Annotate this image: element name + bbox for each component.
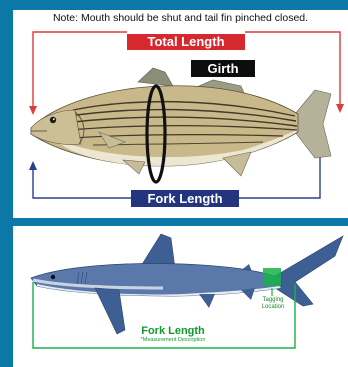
total-length-arrow-left — [29, 106, 37, 115]
total-length-arrow-right — [336, 104, 344, 113]
girth-label: Girth — [191, 60, 255, 77]
measurement-note: Note: Mouth should be shut and tail fin … — [13, 12, 348, 24]
total-length-label: Total Length — [127, 34, 245, 50]
shark-illustration — [31, 234, 343, 334]
fork-length-arrow-left — [29, 161, 37, 170]
striped-bass-illustration — [31, 68, 331, 176]
shark-diagram — [13, 226, 348, 367]
bass-measurement-panel: Note: Mouth should be shut and tail fin … — [13, 10, 348, 218]
shark-measurement-panel: Tagging Location Fork Length *Measuremen… — [13, 226, 348, 367]
tagging-location-marker — [263, 268, 281, 286]
shark-fork-length-label: Fork Length — [113, 325, 233, 337]
shark-fork-length-sublabel: *Measurement Description — [103, 337, 243, 343]
fork-length-label: Fork Length — [131, 190, 239, 207]
tagging-location-label: Tagging Location — [253, 297, 293, 311]
fork-length-bracket-left — [33, 166, 131, 198]
